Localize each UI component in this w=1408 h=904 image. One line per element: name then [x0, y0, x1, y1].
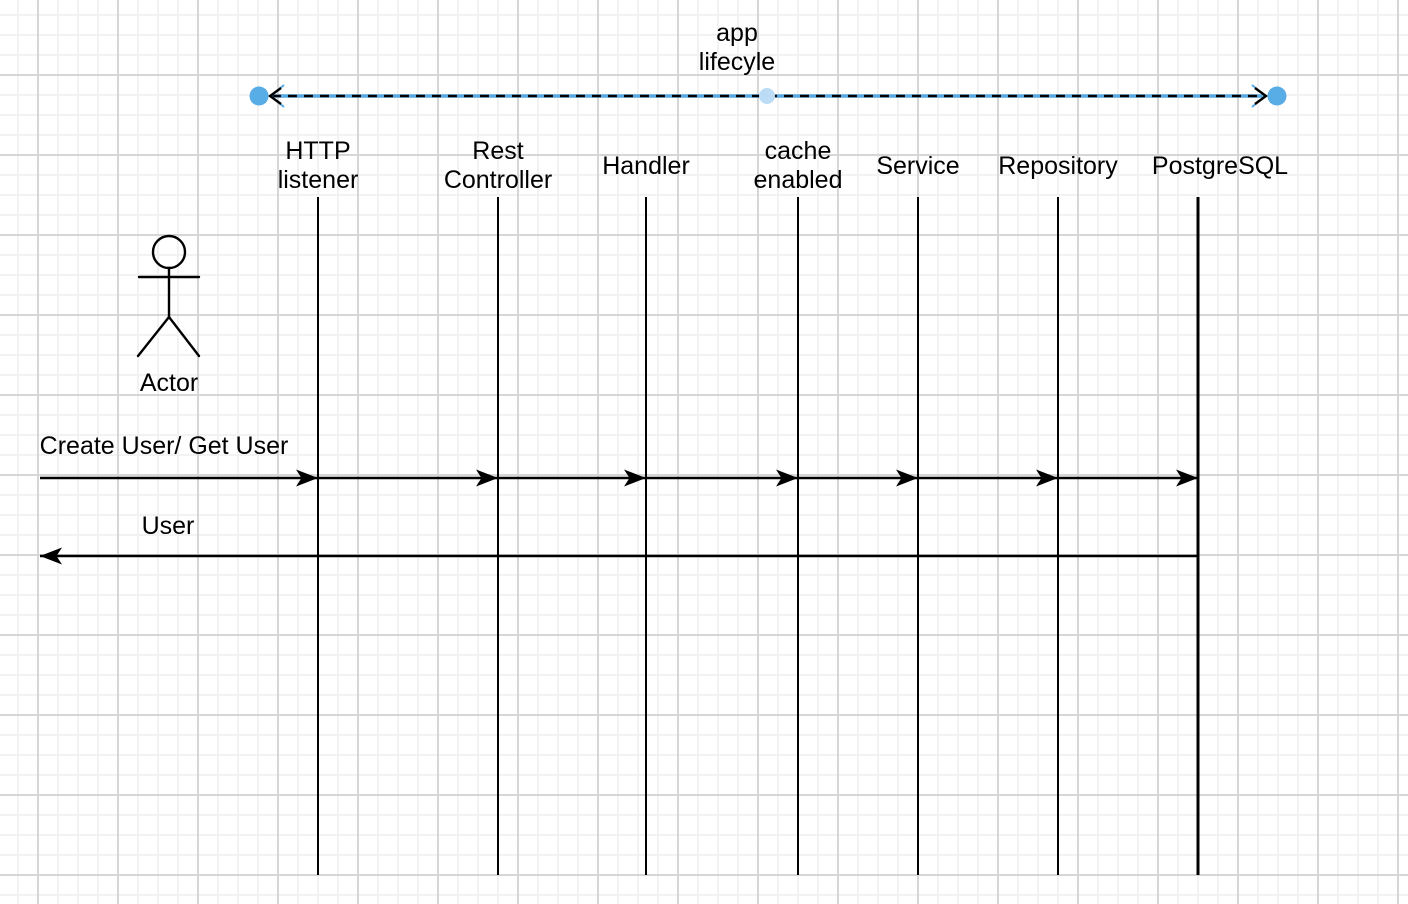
actor-head: [151, 234, 187, 270]
edge-label[interactable]: app lifecyle: [698, 19, 776, 76]
actor-leg-left: [136, 315, 171, 358]
participant-label-service[interactable]: Service: [876, 151, 960, 180]
message-create-get-user[interactable]: [40, 469, 1198, 487]
participant-label-repository[interactable]: Repository: [998, 151, 1118, 180]
edge-open-arrow-right: [1254, 87, 1269, 105]
actor-figure[interactable]: [136, 234, 201, 358]
message-arrowhead: [476, 469, 498, 487]
message-label-user[interactable]: User: [141, 512, 195, 540]
message-label-create-get-user[interactable]: Create User/ Get User: [39, 432, 289, 460]
edge-endpoint-handle-left[interactable]: [249, 86, 269, 106]
actor-label[interactable]: Actor: [139, 369, 199, 397]
participant-label-rest-controller[interactable]: Rest Controller: [443, 137, 553, 194]
message-arrowhead: [40, 547, 62, 565]
message-arrowhead: [1176, 469, 1198, 487]
actor-leg-right: [167, 315, 201, 358]
edge-app-lifecycle[interactable]: [249, 84, 1287, 108]
edge-midpoint-handle[interactable]: [759, 88, 775, 104]
message-user-return[interactable]: [40, 547, 1198, 565]
participant-label-handler[interactable]: Handler: [602, 151, 690, 180]
message-arrowhead: [1036, 469, 1058, 487]
message-arrowhead: [896, 469, 918, 487]
edge-endpoint-handle-right[interactable]: [1267, 86, 1287, 106]
message-arrowhead: [624, 469, 646, 487]
message-arrowhead: [296, 469, 318, 487]
edge-open-arrow-left: [267, 87, 282, 105]
participant-label-postgresql[interactable]: PostgreSQL: [1151, 151, 1289, 180]
message-arrowhead: [776, 469, 798, 487]
participant-label-http-listener[interactable]: HTTP listener: [277, 137, 359, 194]
participant-label-cache-enabled[interactable]: cache enabled: [753, 137, 843, 194]
